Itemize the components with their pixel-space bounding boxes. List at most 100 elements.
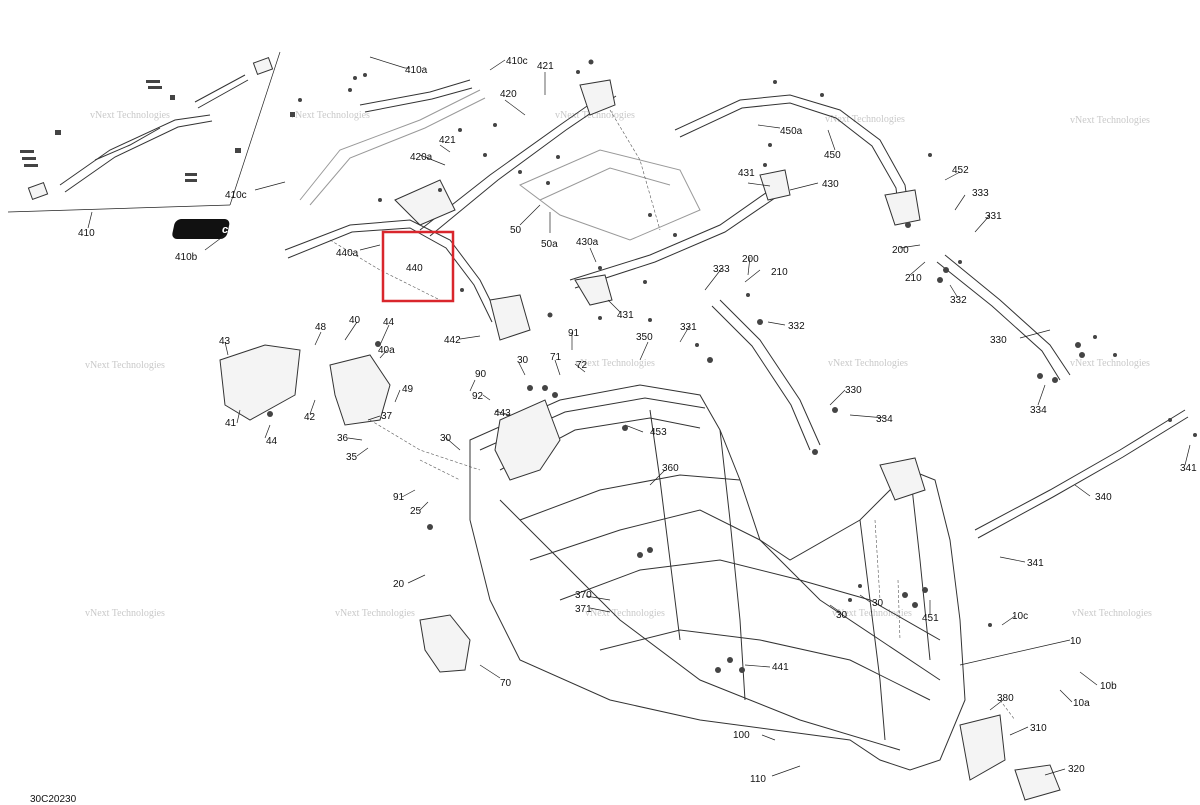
label-20: 20 bbox=[393, 579, 405, 590]
callout-leaders bbox=[87, 56, 1191, 777]
label-341: 341 bbox=[1027, 558, 1044, 569]
label-452: 452 bbox=[952, 165, 969, 176]
label-440: 440 bbox=[406, 263, 423, 274]
label-91: 91 bbox=[393, 492, 405, 503]
label-330: 330 bbox=[990, 335, 1007, 346]
label-341: 341 bbox=[1180, 463, 1197, 474]
label-200: 200 bbox=[742, 254, 759, 265]
label-421: 421 bbox=[439, 135, 456, 146]
watermark-text: vNext Technologies bbox=[85, 608, 165, 619]
label-48: 48 bbox=[315, 322, 327, 333]
label-331: 331 bbox=[985, 211, 1002, 222]
label-420a: 420a bbox=[410, 152, 433, 163]
label-72: 72 bbox=[576, 360, 588, 371]
label-443: 443 bbox=[494, 408, 511, 419]
label-44: 44 bbox=[266, 436, 278, 447]
label-25: 25 bbox=[410, 506, 422, 517]
label-42: 42 bbox=[304, 412, 316, 423]
logo-text: can-am bbox=[222, 224, 261, 236]
label-332: 332 bbox=[950, 295, 967, 306]
label-30: 30 bbox=[517, 355, 529, 366]
can-am-logo: can-am bbox=[172, 219, 261, 239]
watermark-text: vNext Technologies bbox=[575, 358, 655, 369]
label-420: 420 bbox=[500, 89, 517, 100]
watermark-text: vNext Technologies bbox=[335, 608, 415, 619]
front-roll-bar bbox=[284, 219, 531, 341]
label-40a: 40a bbox=[378, 345, 395, 356]
label-200: 200 bbox=[892, 245, 909, 256]
label-441: 441 bbox=[772, 662, 789, 673]
label-333: 333 bbox=[713, 264, 730, 275]
watermark-text: vNext Technologies bbox=[1070, 358, 1150, 369]
label-37: 37 bbox=[381, 411, 393, 422]
label-330: 330 bbox=[845, 385, 862, 396]
label-10: 10 bbox=[1070, 636, 1082, 647]
label-421: 421 bbox=[537, 61, 554, 72]
label-36: 36 bbox=[337, 433, 349, 444]
label-92: 92 bbox=[472, 391, 484, 402]
left-bracket-group bbox=[219, 344, 391, 426]
label-333: 333 bbox=[972, 188, 989, 199]
label-430a: 430a bbox=[576, 237, 599, 248]
label-431: 431 bbox=[738, 168, 755, 179]
label-90: 90 bbox=[475, 369, 487, 380]
watermark-text: vNext Technologies bbox=[825, 114, 905, 125]
label-430: 430 bbox=[822, 179, 839, 190]
watermark-text: vNext Technologies bbox=[555, 110, 635, 121]
watermark-text: vNext Technologies bbox=[90, 110, 170, 121]
label-360: 360 bbox=[662, 463, 679, 474]
label-334: 334 bbox=[1030, 405, 1047, 416]
label-451: 451 bbox=[922, 613, 939, 624]
label-49: 49 bbox=[402, 384, 414, 395]
label-210: 210 bbox=[905, 273, 922, 284]
label-431: 431 bbox=[617, 310, 634, 321]
label-30: 30 bbox=[440, 433, 452, 444]
label-410c: 410c bbox=[506, 56, 528, 67]
label-110: 110 bbox=[750, 774, 766, 785]
label-310: 310 bbox=[1030, 723, 1047, 734]
label-370: 370 bbox=[575, 590, 592, 601]
label-442: 442 bbox=[444, 335, 461, 346]
label-50a: 50a bbox=[541, 239, 558, 250]
rear-arch-bar bbox=[674, 94, 921, 226]
label-70: 70 bbox=[500, 678, 512, 689]
label-334: 334 bbox=[876, 414, 893, 425]
roof-panel bbox=[519, 149, 701, 241]
label-210: 210 bbox=[771, 267, 788, 278]
watermark-text: vNext Technologies bbox=[1072, 608, 1152, 619]
label-410b: 410b bbox=[175, 252, 198, 263]
label-30: 30 bbox=[836, 610, 848, 621]
side-bars bbox=[711, 254, 1189, 539]
label-320: 320 bbox=[1068, 764, 1085, 775]
watermark-text: vNext Technologies bbox=[85, 360, 165, 371]
label-71: 71 bbox=[550, 352, 562, 363]
label-440a: 440a bbox=[336, 248, 359, 259]
label-453: 453 bbox=[650, 427, 667, 438]
label-10c: 10c bbox=[1012, 611, 1028, 622]
watermark-text: vNext Technologies bbox=[585, 608, 665, 619]
label-43: 43 bbox=[219, 336, 231, 347]
label-410a: 410a bbox=[405, 65, 428, 76]
label-91: 91 bbox=[568, 328, 580, 339]
label-410: 410 bbox=[78, 228, 95, 239]
label-340: 340 bbox=[1095, 492, 1112, 503]
label-332: 332 bbox=[788, 321, 805, 332]
label-100: 100 bbox=[733, 730, 750, 741]
main-frame bbox=[419, 384, 1061, 801]
label-331: 331 bbox=[680, 322, 697, 333]
label-371: 371 bbox=[575, 604, 592, 615]
label-10b: 10b bbox=[1100, 681, 1117, 692]
driveshaft-group bbox=[7, 51, 295, 213]
watermark-text: vNext Technologies bbox=[828, 358, 908, 369]
label-35: 35 bbox=[346, 452, 358, 463]
watermark-text: vNext Technologies bbox=[1070, 115, 1150, 126]
leader-lines bbox=[329, 109, 1016, 721]
label-450a: 450a bbox=[780, 126, 803, 137]
diagram-code: 30C20230 bbox=[30, 794, 77, 805]
label-40: 40 bbox=[349, 315, 361, 326]
label-41: 41 bbox=[225, 418, 237, 429]
label-450: 450 bbox=[824, 150, 841, 161]
label-30: 30 bbox=[872, 598, 884, 609]
label-44: 44 bbox=[383, 317, 395, 328]
